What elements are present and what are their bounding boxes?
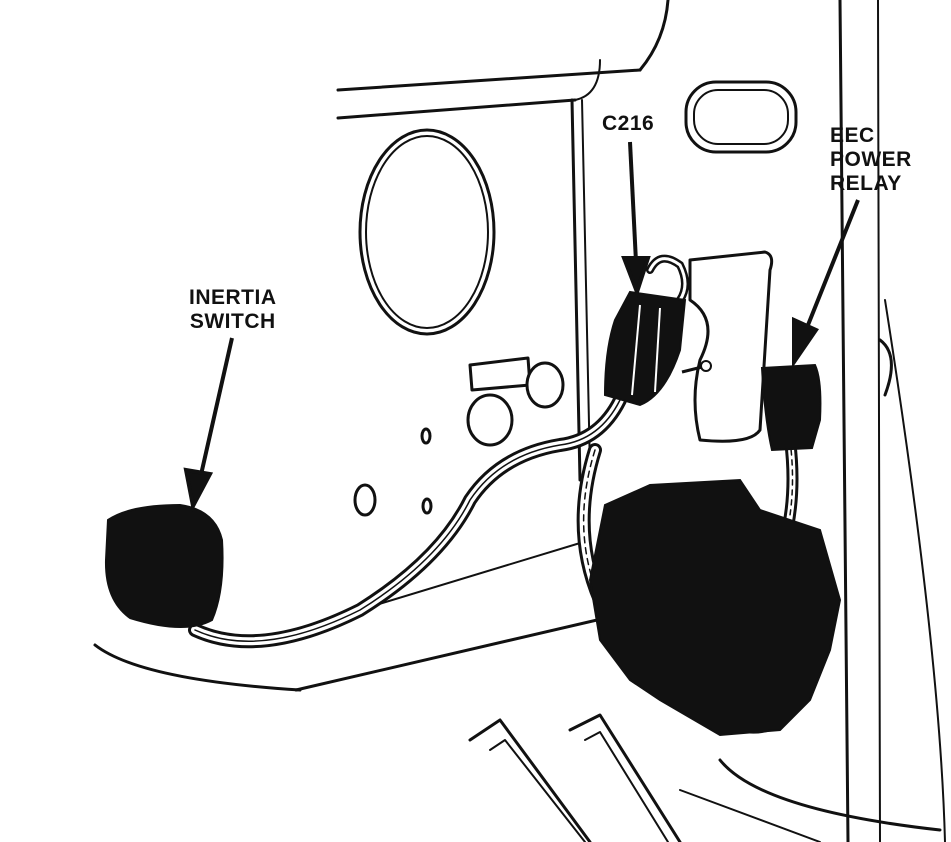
pillar-right-1: [838, 0, 850, 842]
small-hole-2: [421, 497, 433, 515]
wire-bracket: [468, 356, 532, 392]
c216-pin-marker: [681, 365, 703, 374]
oval-hole: [353, 483, 377, 517]
round-access-hole: [358, 128, 496, 336]
bottom-slot-1b: [489, 739, 586, 842]
c216-connector-label: C216: [602, 112, 655, 135]
floor-line: [679, 789, 821, 842]
panel-lower-edge: [294, 608, 642, 692]
inertia-switch-label: INERTIA SWITCH: [189, 286, 277, 333]
pillar-right-2: [877, 0, 881, 842]
eec-power-relay-label: EEC POWER RELAY: [830, 124, 912, 195]
bottom-slot-2b: [584, 731, 669, 842]
panel-top-edge-2: [336, 98, 577, 120]
wire-harness-main: [188, 393, 627, 649]
c216-connector-stripe-2: [654, 307, 661, 393]
c216-leader: [628, 141, 638, 263]
harness-clamp: [466, 393, 514, 447]
eec-relay-arrowhead: [792, 316, 819, 369]
slot-opening-inner: [693, 89, 789, 145]
c216-connector: [603, 290, 687, 407]
panel-seam-left: [570, 98, 582, 482]
bottom-slot-1: [468, 718, 592, 842]
c216-connector-stripe: [631, 304, 641, 396]
wire-harness-main-inner: [191, 396, 624, 646]
panel-seam-left-2: [581, 99, 591, 471]
right-curve: [884, 299, 946, 842]
panel-bottom-sweep: [93, 643, 302, 692]
pillar-bump: [878, 338, 893, 397]
inertia-switch-leader: [196, 337, 234, 489]
large-module: [588, 478, 842, 737]
inertia-switch-body: [104, 503, 224, 628]
round-access-hole-inner: [365, 135, 489, 329]
bottom-slot-2: [568, 713, 682, 842]
slot-opening: [684, 80, 798, 154]
panel-top-edge: [336, 68, 642, 92]
panel-right-curve: [638, 0, 670, 72]
floor-curve: [718, 758, 942, 832]
eec-relay-leader: [804, 199, 860, 331]
inertia-switch-arrowhead: [183, 467, 214, 512]
small-hole-1: [420, 427, 432, 445]
eec-power-relay: [760, 363, 822, 452]
relay-bracket: [688, 250, 774, 443]
panel-inner-curve: [574, 59, 601, 101]
c216-arrowhead: [621, 256, 651, 299]
